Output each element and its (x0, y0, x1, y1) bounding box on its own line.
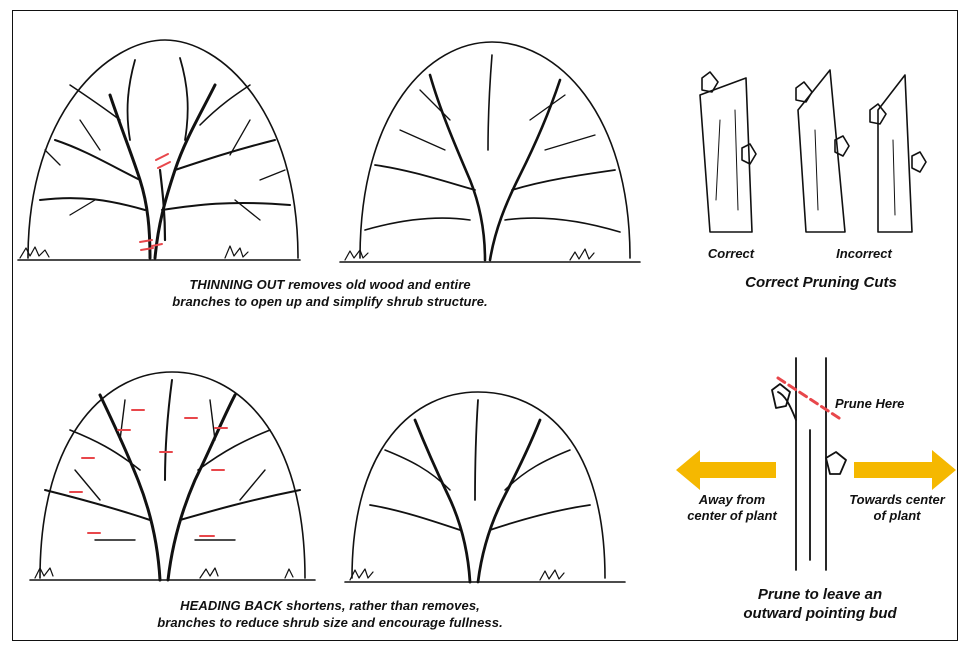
prune-here-label: Prune Here (835, 396, 925, 412)
bud-caption-line1: Prune to leave an (710, 585, 930, 604)
thinning-line2: branches to open up and simplify shrub s… (110, 293, 550, 310)
cut-marks-heading (70, 410, 227, 536)
incorrect-cut-stem-2 (870, 75, 926, 232)
bud-caption: Prune to leave an outward pointing bud (710, 585, 930, 623)
correct-cut-stem (700, 72, 756, 232)
away-label: Away from center of plant (673, 492, 791, 524)
shrub-heading-before (30, 372, 315, 580)
away-line1: Away from (673, 492, 791, 508)
towards-line2: of plant (843, 508, 951, 524)
thinning-term: THINNING OUT (189, 277, 284, 292)
heading-line2: branches to reduce shrub size and encour… (100, 614, 560, 631)
heading-term: HEADING BACK (180, 598, 282, 613)
towards-line1: Towards center (843, 492, 951, 508)
arrow-right-icon (854, 450, 956, 490)
thinning-caption: THINNING OUT removes old wood and entire… (110, 276, 550, 310)
towards-label: Towards center of plant (843, 492, 951, 524)
arrow-left-icon (676, 450, 776, 490)
shrub-heading-after (345, 392, 625, 582)
incorrect-label: Incorrect (826, 246, 902, 262)
bud-stem (772, 358, 846, 570)
bud-caption-line2: outward pointing bud (710, 604, 930, 623)
heading-caption: HEADING BACK shortens, rather than remov… (100, 597, 560, 631)
incorrect-cut-stem-1 (796, 70, 849, 232)
shrub-thinning-before (18, 40, 300, 260)
heading-line1: shortens, rather than removes, (282, 598, 479, 613)
correct-label: Correct (698, 246, 764, 262)
pruning-cuts-title: Correct Pruning Cuts (716, 273, 926, 292)
away-line2: center of plant (673, 508, 791, 524)
thinning-line1: removes old wood and entire (284, 277, 470, 292)
shrub-thinning-after (340, 42, 640, 262)
